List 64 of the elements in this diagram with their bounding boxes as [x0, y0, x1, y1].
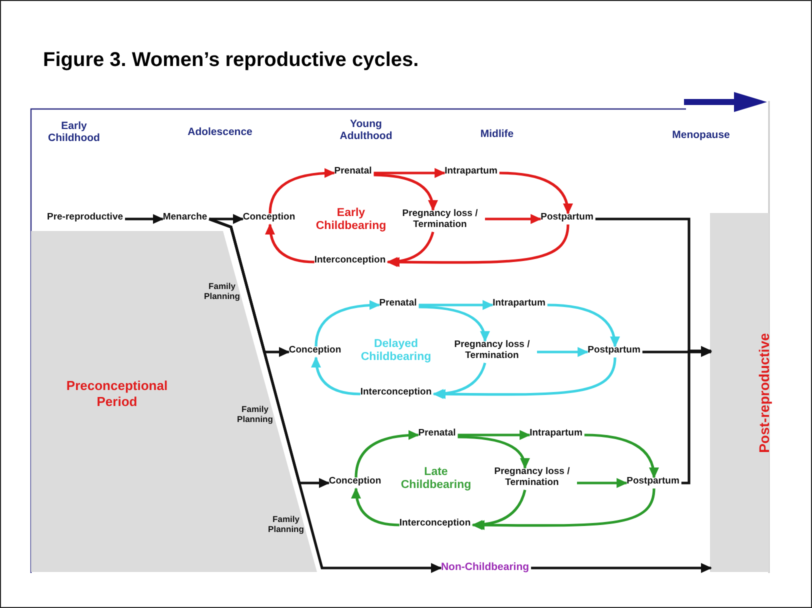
text-label: Family Planning — [203, 282, 241, 302]
stage-label: Intrapartum — [492, 298, 546, 310]
arrow — [485, 214, 542, 224]
arrow — [531, 563, 712, 573]
arrow — [584, 434, 658, 479]
arrow — [374, 168, 446, 178]
stage-label: Postpartum — [586, 346, 642, 356]
text-label: Early Childhood — [47, 120, 101, 144]
arrow — [537, 347, 589, 357]
text-label: Adolescence — [188, 126, 252, 138]
text-label: Delayed Childbearing — [360, 338, 432, 364]
text-label: Midlife — [480, 128, 514, 140]
arrow — [474, 488, 656, 530]
arrow — [314, 300, 380, 347]
arrow — [312, 356, 360, 396]
stage-label: Pregnancy loss / Termination — [396, 209, 484, 231]
stage-label: Interconception — [313, 256, 387, 266]
stage-label: Conception — [242, 212, 296, 224]
arrow — [547, 304, 620, 348]
arrow — [266, 223, 314, 264]
region-label: Preconceptional Period — [65, 378, 169, 410]
arrow — [681, 346, 712, 484]
stage-label: Conception — [328, 476, 382, 488]
stage-label: Interconception — [398, 518, 472, 530]
arrow — [458, 436, 530, 470]
arrow — [472, 490, 526, 530]
stage-label: Interconception — [359, 388, 433, 398]
figure-title: Figure 3. Women’s reproductive cycles. — [43, 49, 419, 72]
arrow — [208, 218, 442, 573]
stage-label: Pre-reproductive — [46, 212, 124, 224]
stage-label: Conception — [288, 346, 342, 356]
stage-label: Intrapartum — [528, 428, 584, 440]
stage-label: Prenatal — [378, 298, 418, 310]
stage-label: Non-Childbearing — [440, 560, 530, 574]
arrow — [458, 430, 531, 440]
stage-label: Menarche — [162, 212, 208, 224]
stage-label: Postpartum — [626, 476, 680, 488]
text-label: Family Planning — [236, 405, 274, 425]
stage-label: Prenatal — [333, 166, 373, 178]
band-label: Post-reproductive — [755, 332, 772, 452]
stage-label: Postpartum — [540, 212, 594, 224]
stage-label: Pregnancy loss / Termination — [488, 467, 576, 489]
text-label: Early Childbearing — [314, 206, 388, 234]
arrow — [386, 232, 434, 267]
arrow — [577, 478, 628, 488]
arrow — [374, 174, 438, 212]
text-label: Late Childbearing — [400, 466, 472, 492]
stage-label: Pregnancy loss / Termination — [448, 340, 536, 362]
arrow — [354, 430, 420, 478]
arrow — [432, 362, 486, 399]
arrow — [209, 214, 244, 224]
arrow — [418, 306, 490, 342]
arrow — [434, 357, 616, 400]
text-label: Menopause — [672, 128, 730, 142]
arrow — [352, 487, 400, 526]
stage-label: Intrapartum — [444, 166, 498, 178]
arrow — [499, 172, 572, 215]
arrow — [418, 300, 494, 310]
arrow — [125, 214, 164, 224]
text-label: Family Planning — [267, 515, 305, 535]
arrow — [268, 168, 336, 214]
arrow — [388, 224, 570, 268]
text-label: Young Adulthood — [338, 118, 394, 142]
stage-label: Prenatal — [417, 428, 457, 440]
